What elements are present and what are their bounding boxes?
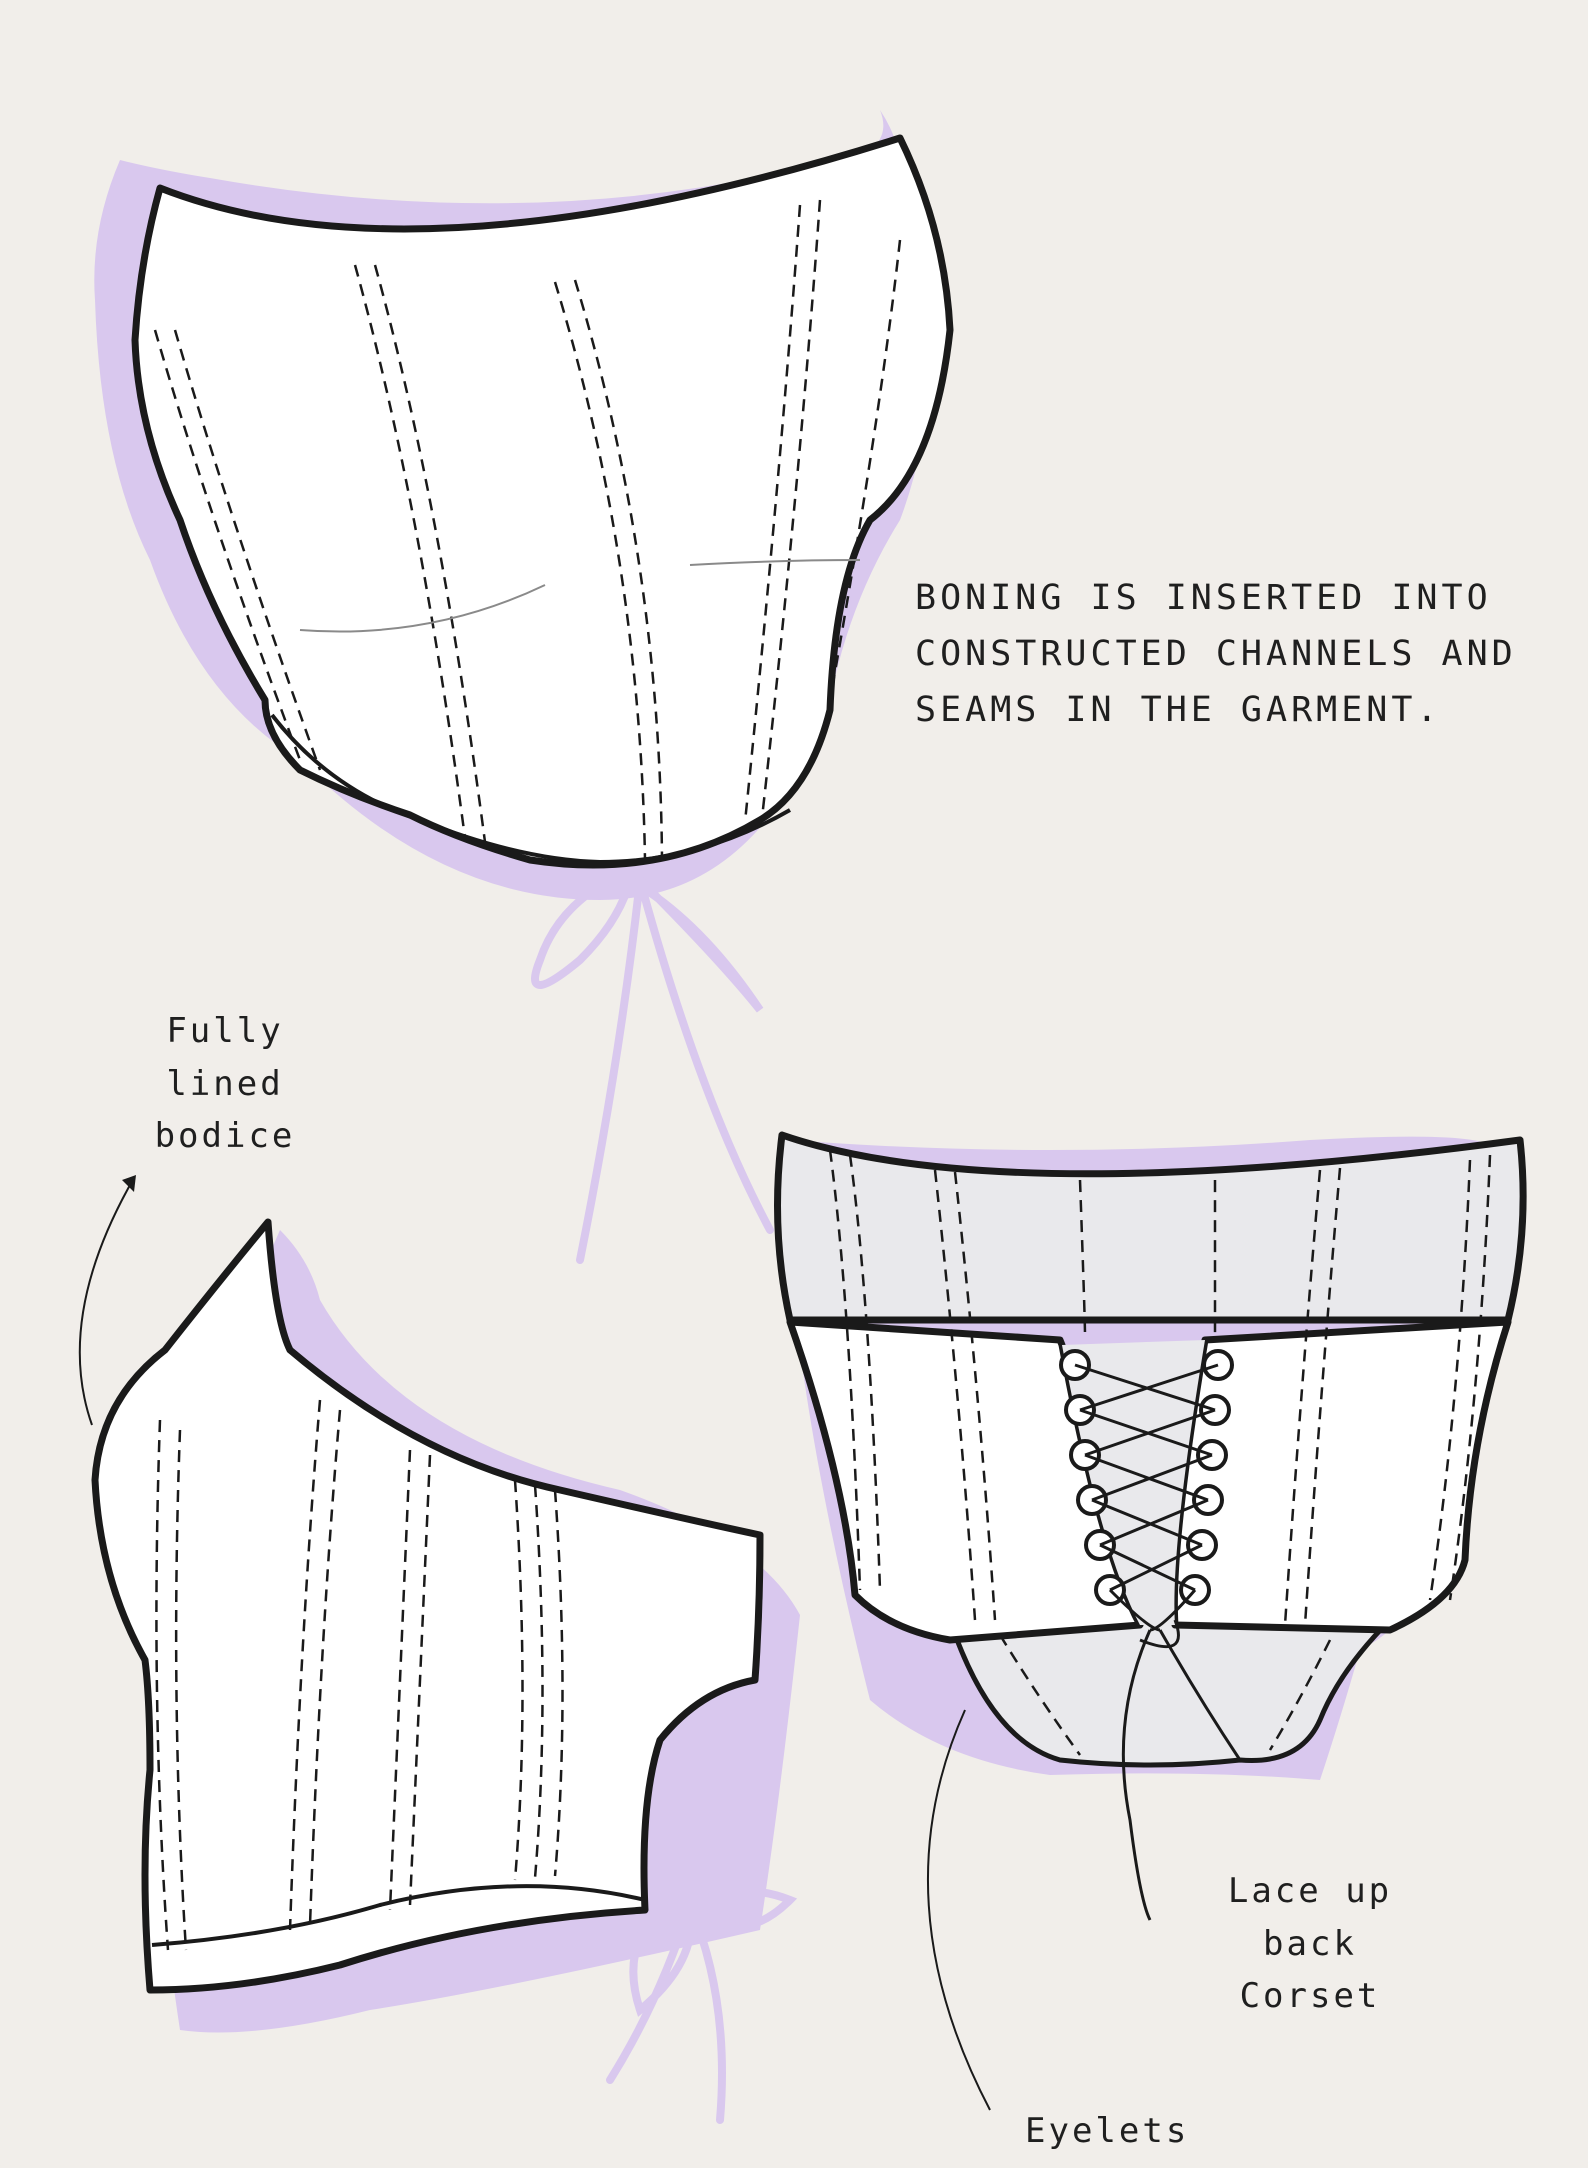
- lacing: [1074, 1363, 1242, 1921]
- back-shell-right: [1170, 1318, 1512, 1634]
- eyelets-annotation: Eyelets: [1025, 2111, 1190, 2151]
- side-body: [91, 1218, 764, 1994]
- back-lining-top: [774, 1131, 1527, 1324]
- back-gap: [1062, 1340, 1205, 1625]
- lined-arrow: [78, 1184, 131, 1426]
- front-body: [131, 134, 954, 869]
- side-hem-line: [151, 1884, 646, 1947]
- corset-front-icon: [94, 110, 954, 1264]
- lace-up-annotation: Lace up back Corset: [1227, 1871, 1393, 2017]
- corset-side-icon: [78, 1175, 800, 2124]
- eyelets-leader: [926, 1709, 991, 2111]
- boning-annotation: BONING IS INSERTED INTO CONSTRUCTED CHAN…: [915, 578, 1517, 730]
- front-hem-line: [270, 713, 792, 865]
- side-tie: [606, 1887, 798, 2124]
- front-tie: [531, 866, 774, 1264]
- corset-back-lace-icon: [774, 1131, 1527, 2111]
- front-top-lip: [158, 135, 901, 232]
- fully-lined-annotation: Fully lined bodice: [154, 1011, 296, 1157]
